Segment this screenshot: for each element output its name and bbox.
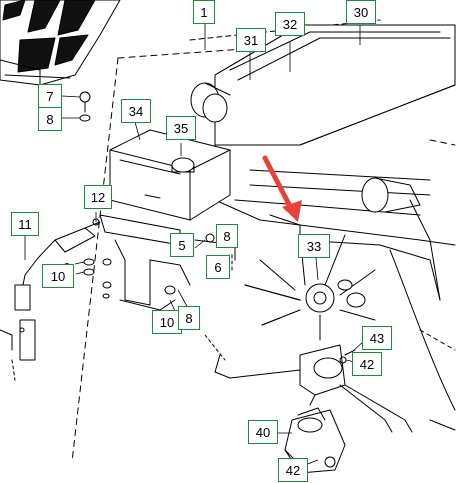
callout-label: 1 [193, 0, 215, 24]
callout-label: 35 [166, 116, 196, 140]
callout-label: 8 [178, 306, 200, 330]
callout-label: 8 [216, 224, 238, 248]
callout-label: 42 [352, 352, 382, 376]
lower-hose [361, 177, 421, 213]
callout-label: 34 [121, 99, 151, 123]
callout-label: 11 [11, 212, 39, 236]
belt-line [389, 249, 456, 411]
callout-label: 10 [42, 264, 74, 288]
callout-label: 32 [275, 12, 305, 36]
upper-hose [190, 82, 231, 123]
callout-label: 40 [248, 420, 278, 444]
callout-label: 33 [298, 234, 330, 258]
reservoir-tank [109, 129, 231, 221]
callout-label: 42 [278, 458, 308, 482]
callout-label: 5 [170, 233, 194, 257]
leader-lines [24, 18, 366, 466]
connector-plug [0, 284, 36, 361]
callout-label: 43 [362, 326, 392, 350]
callout-label: 12 [84, 185, 112, 209]
red-arrow [262, 155, 302, 222]
callout-label: 6 [206, 255, 230, 279]
bolt-7 [79, 91, 91, 122]
cooling-fan [244, 234, 376, 341]
top-cover-part [0, 0, 121, 86]
parts-diagram [0, 0, 456, 473]
callout-label: 30 [346, 0, 376, 24]
hydraulic-pump [284, 407, 346, 473]
callout-label: 8 [38, 107, 62, 131]
callout-label: 7 [38, 84, 62, 108]
small-fasteners [83, 258, 176, 299]
callout-label: 31 [236, 28, 266, 52]
